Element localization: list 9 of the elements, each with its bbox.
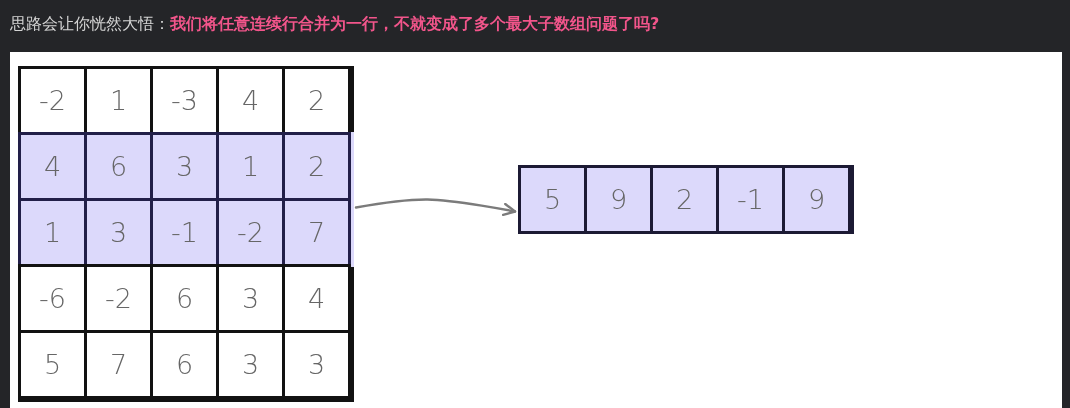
grid-cell: 2 — [282, 132, 351, 201]
result-array — [518, 165, 854, 234]
grid-cell: 4 — [18, 132, 87, 201]
heading: 思路会让你恍然大悟：我们将任意连续行合并为一行，不就变成了多个最大子数组问题了吗? — [10, 13, 660, 35]
highlight-band — [18, 132, 354, 267]
grid-cell: 3 — [282, 330, 351, 399]
number-grid — [18, 66, 354, 402]
grid-cell: 4 — [282, 264, 351, 333]
arrow — [354, 198, 517, 216]
